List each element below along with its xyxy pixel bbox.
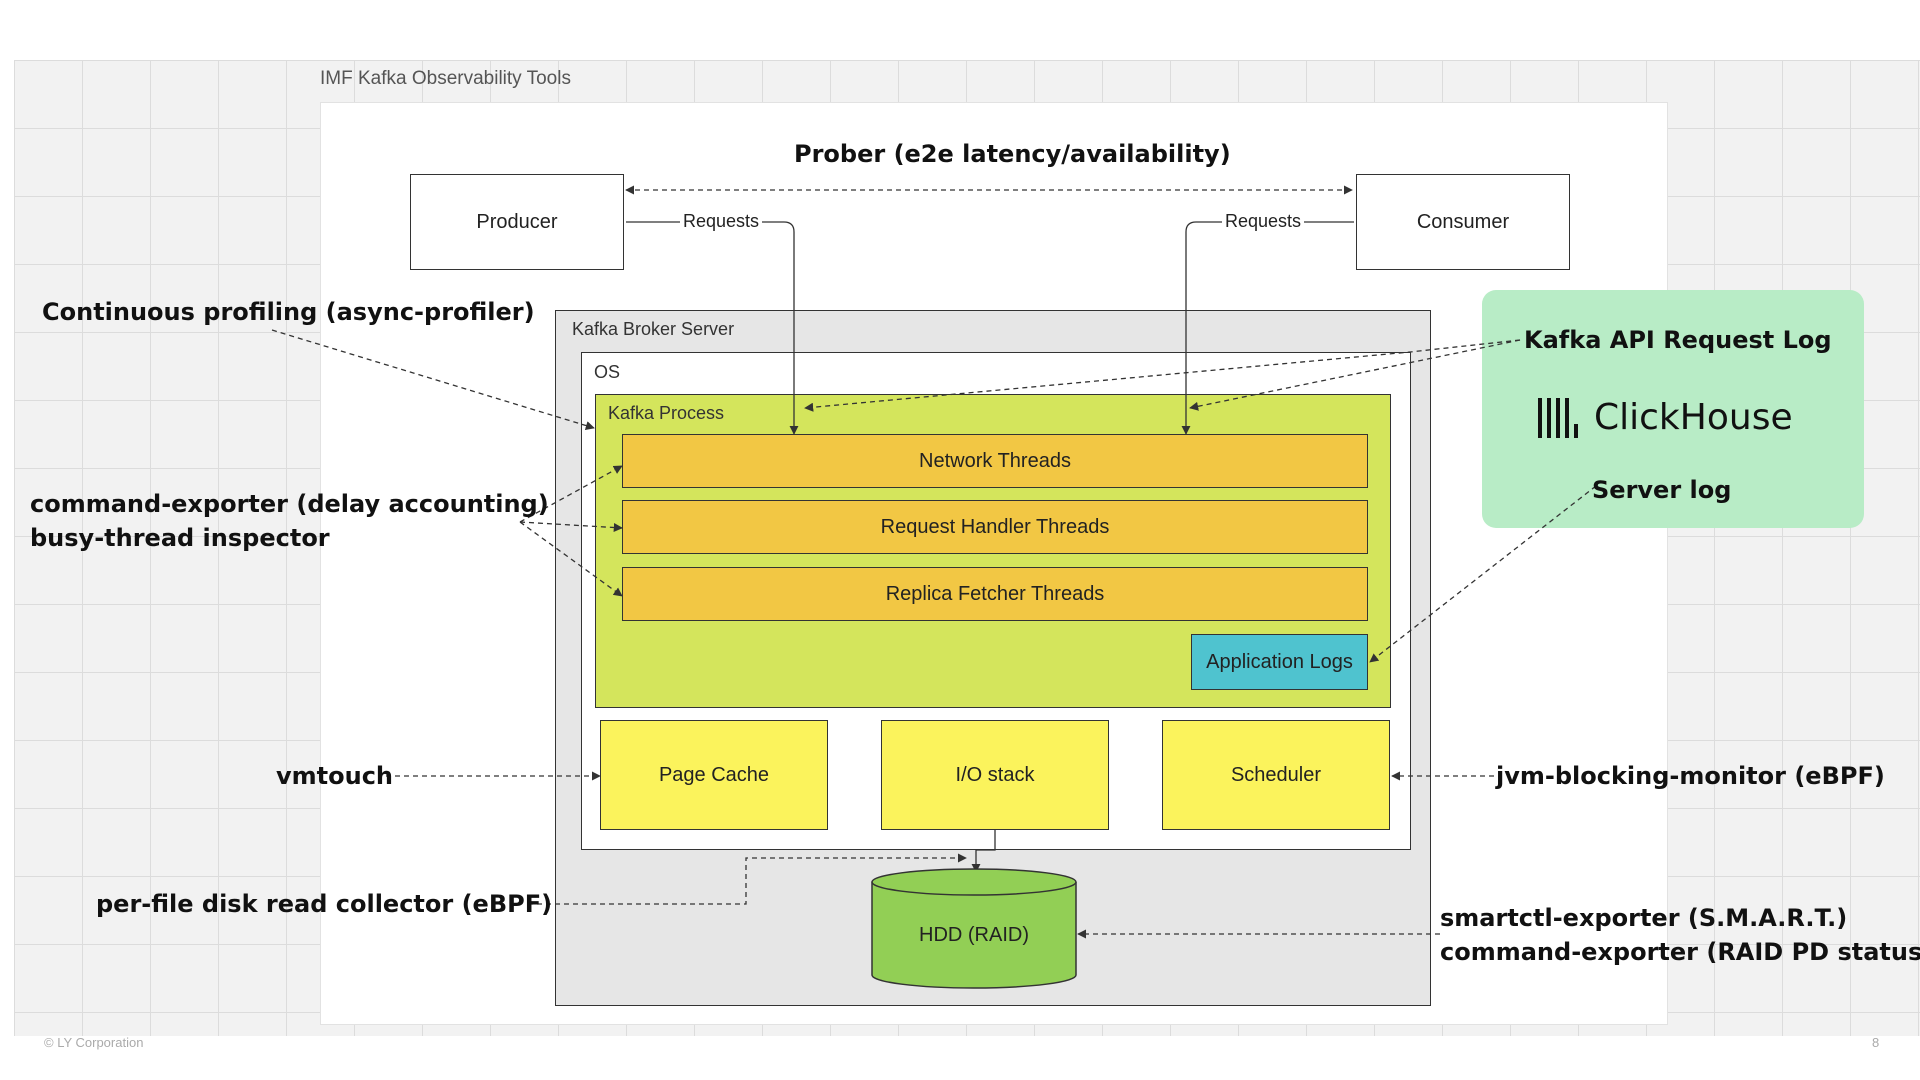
prober-label: Prober (e2e latency/availability)	[794, 140, 1231, 168]
consumer-requests-label: Requests	[1222, 211, 1305, 232]
os-label: OS	[594, 362, 621, 382]
hdd-box[interactable]: HDD (RAID)	[872, 900, 1076, 970]
scheduler-box[interactable]: Scheduler	[1162, 720, 1390, 830]
replica-fetcher-threads-label: Replica Fetcher Threads	[885, 582, 1105, 605]
frame-title: IMF Kafka Observability Tools	[320, 68, 571, 89]
replica-fetcher-threads-box[interactable]: Replica Fetcher Threads	[622, 567, 1368, 621]
kafka-process-label: Kafka Process	[608, 403, 725, 423]
network-threads-box[interactable]: Network Threads	[622, 434, 1368, 488]
producer-requests-label: Requests	[680, 211, 763, 232]
scheduler-label: Scheduler	[1230, 763, 1322, 786]
clickhouse-wordmark: ClickHouse	[1594, 397, 1793, 438]
consumer-label: Consumer	[1416, 210, 1510, 233]
consumer-box[interactable]: Consumer	[1356, 174, 1570, 270]
smartctl-exporter-annotation: smartctl-exporter (S.M.A.R.T.)	[1440, 904, 1848, 932]
producer-label: Producer	[476, 210, 558, 233]
disk-read-collector-annotation: per-file disk read collector (eBPF)	[96, 890, 553, 918]
clickhouse-logo: ClickHouse	[1538, 397, 1793, 438]
busy-thread-inspector-annotation: busy-thread inspector	[30, 524, 330, 552]
footer-page-number: 8	[1872, 1035, 1880, 1050]
io-stack-label: I/O stack	[955, 763, 1035, 786]
kafka-broker-server-label: Kafka Broker Server	[572, 319, 735, 339]
request-handler-threads-label: Request Handler Threads	[880, 515, 1110, 538]
clickhouse-bars-icon	[1538, 397, 1578, 438]
profiling-annotation: Continuous profiling (async-profiler)	[42, 298, 535, 326]
page-cache-label: Page Cache	[658, 763, 770, 786]
io-stack-box[interactable]: I/O stack	[881, 720, 1109, 830]
application-logs-label: Application Logs	[1206, 650, 1353, 673]
application-logs-box[interactable]: Application Logs	[1191, 634, 1368, 690]
network-threads-label: Network Threads	[919, 449, 1071, 472]
footer-copyright: © LY Corporation	[44, 1035, 144, 1050]
vmtouch-annotation: vmtouch	[276, 762, 394, 790]
jvm-blocking-monitor-annotation: jvm-blocking-monitor (eBPF)	[1496, 762, 1885, 790]
producer-box[interactable]: Producer	[410, 174, 624, 270]
kafka-api-request-log-annotation: Kafka API Request Log	[1524, 326, 1832, 354]
server-log-annotation: Server log	[1592, 476, 1732, 504]
command-exporter-annotation: command-exporter (delay accounting)	[30, 490, 549, 518]
hdd-label: HDD (RAID)	[919, 923, 1029, 946]
raid-status-annotation: command-exporter (RAID PD status)	[1440, 938, 1920, 966]
page-cache-box[interactable]: Page Cache	[600, 720, 828, 830]
request-handler-threads-box[interactable]: Request Handler Threads	[622, 500, 1368, 554]
